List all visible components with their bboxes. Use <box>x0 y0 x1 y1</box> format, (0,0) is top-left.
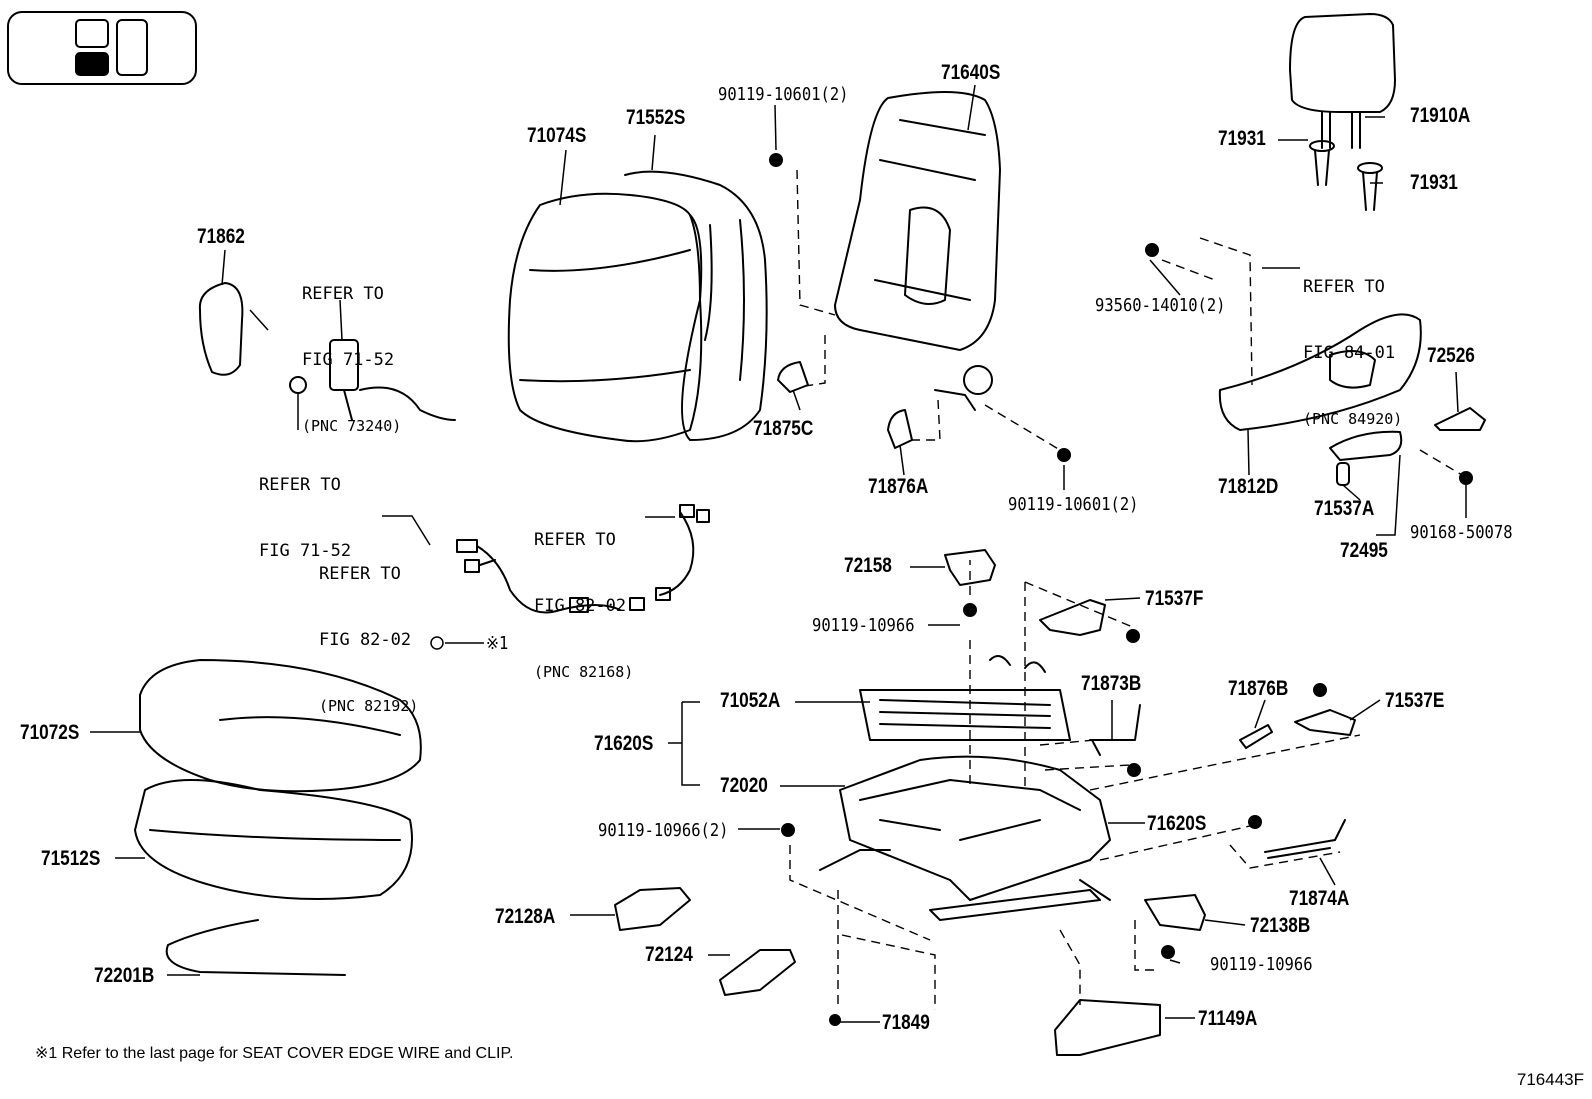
label-72158[interactable]: 72158 <box>844 554 892 577</box>
seat-frame-shape <box>819 755 1111 921</box>
refer-line: REFER TO <box>259 475 341 495</box>
label-71862[interactable]: 71862 <box>197 225 245 248</box>
headrest-shape <box>1289 13 1396 149</box>
label-90119-10601-top[interactable]: 90119-10601(2) <box>718 84 849 105</box>
refer-fig-71-52-pnc-73240[interactable]: REFER TO FIG 71-52 (PNC 73240) <box>302 239 401 459</box>
bolt-shapes <box>769 153 1473 1026</box>
label-71849[interactable]: 71849 <box>882 1011 930 1034</box>
wire-harness-shape <box>456 539 645 614</box>
refer-line: REFER TO <box>319 564 401 584</box>
cover-71876B-shape <box>1239 724 1273 749</box>
label-71072S[interactable]: 71072S <box>20 721 80 744</box>
bracket-71873B-shape <box>1089 704 1141 756</box>
label-71640S[interactable]: 71640S <box>941 61 1001 84</box>
refer-pnc: (PNC 82168) <box>534 663 634 681</box>
cushion-spring-shape <box>859 655 1071 741</box>
label-72138B[interactable]: 72138B <box>1250 914 1311 937</box>
refer-line: FIG 84-01 <box>1303 343 1396 363</box>
seatback-frame-shape <box>834 90 1001 411</box>
refer-line: FIG 82-02 <box>534 596 627 616</box>
wire-harness-2-shape <box>655 504 710 601</box>
label-71537F[interactable]: 71537F <box>1145 587 1204 610</box>
label-71149A[interactable]: 71149A <box>1198 1007 1258 1030</box>
ref1-circle-icon <box>430 636 444 650</box>
ref1-marker: ※1 <box>486 633 509 654</box>
label-72526[interactable]: 72526 <box>1427 344 1475 367</box>
label-72495[interactable]: 72495 <box>1340 539 1388 562</box>
footnote: ※1 Refer to the last page for SEAT COVER… <box>35 1045 514 1062</box>
label-71537A[interactable]: 71537A <box>1314 497 1375 520</box>
cover-71876A-shape <box>887 409 913 449</box>
knob-shape <box>1434 407 1486 431</box>
edge-wire-shape <box>165 919 346 976</box>
label-71052A[interactable]: 71052A <box>720 689 781 712</box>
side-cover-shape <box>1218 313 1422 431</box>
handle-shape <box>1329 430 1403 461</box>
dashed-lines <box>789 169 1463 1010</box>
label-71876A[interactable]: 71876A <box>868 475 929 498</box>
refer-pnc: (PNC 82192) <box>319 697 419 715</box>
refer-line: FIG 71-52 <box>259 541 352 561</box>
label-71812D[interactable]: 71812D <box>1218 475 1279 498</box>
cover-72128A-shape <box>614 887 691 931</box>
label-71620S-a[interactable]: 71620S <box>594 732 654 755</box>
label-93560-14010[interactable]: 93560-14010(2) <box>1095 295 1226 316</box>
label-71552S[interactable]: 71552S <box>626 106 686 129</box>
refer-line: REFER TO <box>534 530 616 550</box>
label-71875C[interactable]: 71875C <box>753 417 814 440</box>
refer-fig-71-52[interactable]: REFER TO FIG 71-52 <box>259 430 351 584</box>
refer-pnc: (PNC 73240) <box>302 417 402 435</box>
label-90119-10966-2[interactable]: 90119-10966(2) <box>598 820 729 841</box>
cover-71149A-shape <box>1054 999 1161 1056</box>
bracket-71537F-shape <box>1039 599 1106 636</box>
label-72124[interactable]: 72124 <box>645 943 693 966</box>
cover-71875C-shape <box>777 361 809 393</box>
label-90119-10966-b[interactable]: 90119-10966 <box>1210 954 1313 975</box>
armrest-shape <box>198 282 244 376</box>
refer-line: FIG 82-02 <box>319 630 412 650</box>
refer-pnc: (PNC 84920) <box>1303 410 1403 428</box>
label-90168-50078[interactable]: 90168-50078 <box>1410 522 1513 543</box>
seat-cushion-pad-shape <box>134 779 413 900</box>
label-71537E[interactable]: 71537E <box>1385 689 1445 712</box>
refer-fig-82-02-pnc-82192[interactable]: REFER TO FIG 82-02 (PNC 82192) <box>319 519 418 739</box>
refer-fig-84-01-pnc-84920[interactable]: REFER TO FIG 84-01 (PNC 84920) <box>1303 232 1402 452</box>
bracket-71537E-shape <box>1294 709 1356 736</box>
label-71512S[interactable]: 71512S <box>41 847 101 870</box>
seat-position-indicator-icon <box>7 11 197 85</box>
lever-71874A-shape <box>1264 819 1346 859</box>
label-71931-b[interactable]: 71931 <box>1410 171 1458 194</box>
refer-fig-82-02-pnc-82168[interactable]: REFER TO FIG 82-02 (PNC 82168) <box>534 485 633 705</box>
headrest-guide-shapes <box>1309 140 1383 211</box>
label-71874A[interactable]: 71874A <box>1289 887 1350 910</box>
handle-grip-shape <box>1336 462 1350 486</box>
cover-72124-shape <box>719 949 796 996</box>
label-90119-10966-a[interactable]: 90119-10966 <box>812 615 915 636</box>
label-71620S-b[interactable]: 71620S <box>1147 812 1207 835</box>
refer-line: FIG 71-52 <box>302 350 395 370</box>
cover-72138B-shape <box>1144 894 1206 931</box>
clip-72158-shape <box>944 549 996 586</box>
label-90119-10601-bottom[interactable]: 90119-10601(2) <box>1008 494 1139 515</box>
figure-id: 716443F <box>1516 1070 1584 1089</box>
label-71873B[interactable]: 71873B <box>1081 672 1142 695</box>
label-71931-a[interactable]: 71931 <box>1218 127 1266 150</box>
label-71876B[interactable]: 71876B <box>1228 677 1289 700</box>
seatback-pad-shape <box>624 170 768 441</box>
refer-line: REFER TO <box>302 284 384 304</box>
label-71910A[interactable]: 71910A <box>1410 104 1471 127</box>
label-71074S[interactable]: 71074S <box>527 124 587 147</box>
leader-lines <box>90 84 1467 1023</box>
seatback-cover-shape <box>507 192 703 443</box>
label-72128A[interactable]: 72128A <box>495 905 556 928</box>
label-72201B[interactable]: 72201B <box>94 964 155 987</box>
refer-line: REFER TO <box>1303 277 1385 297</box>
label-72020[interactable]: 72020 <box>720 774 768 797</box>
